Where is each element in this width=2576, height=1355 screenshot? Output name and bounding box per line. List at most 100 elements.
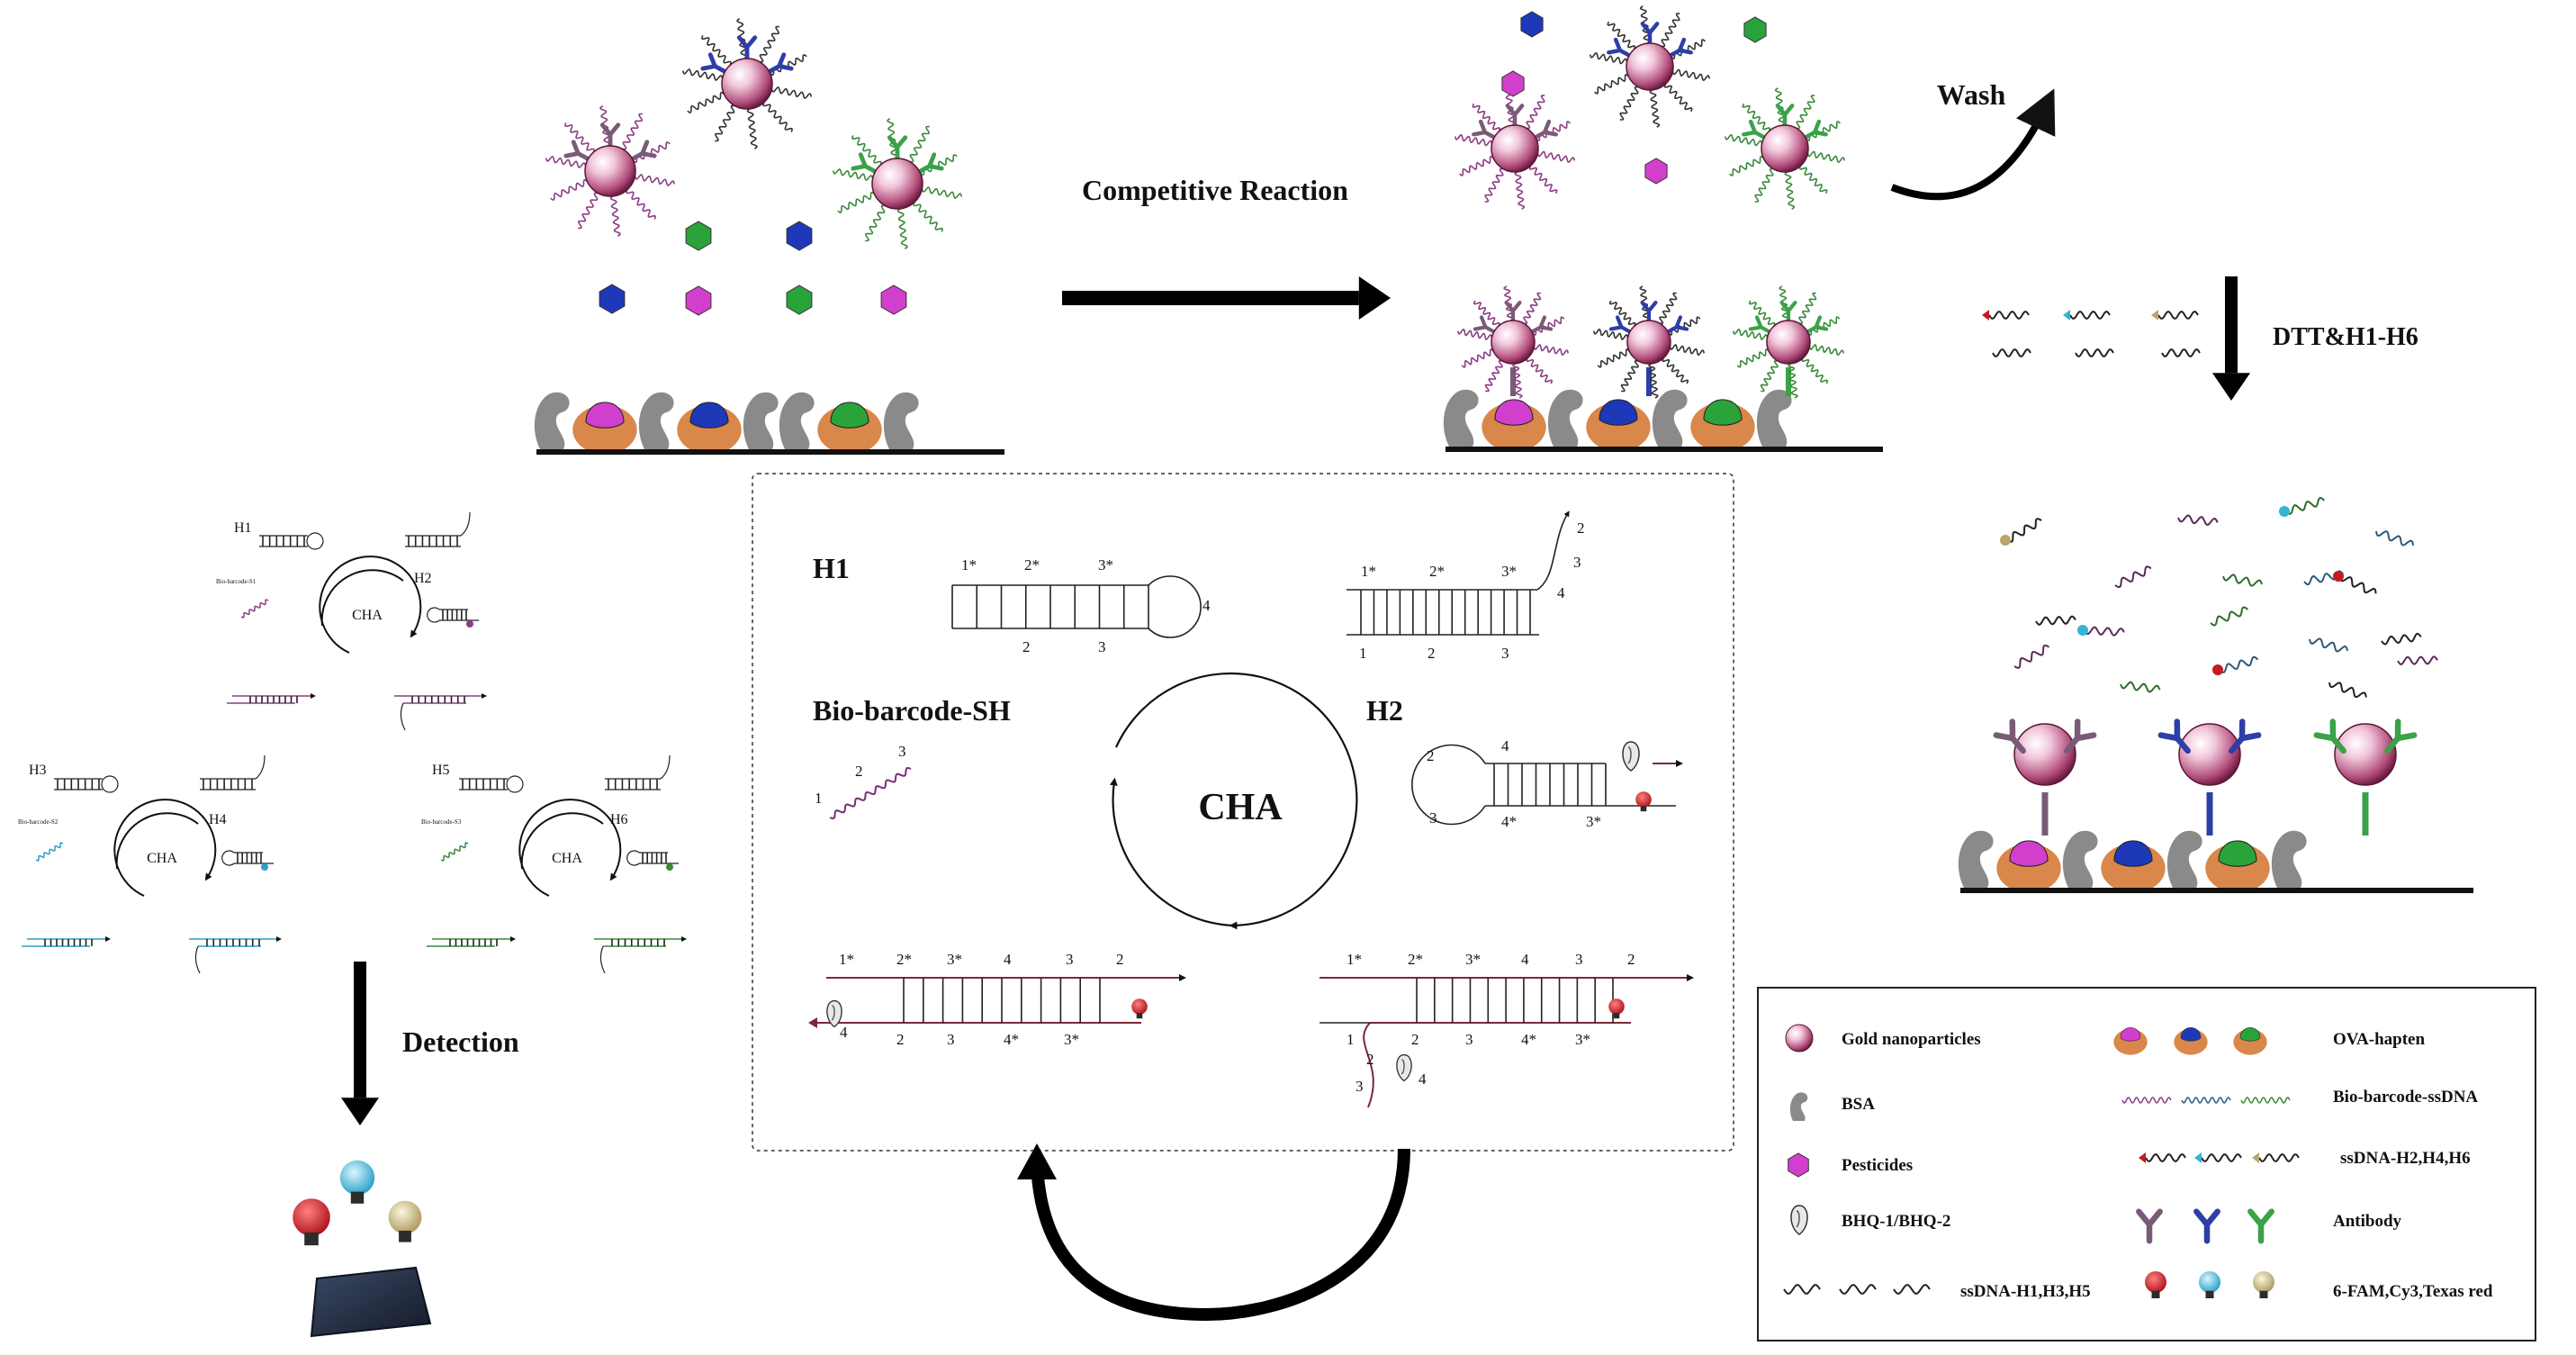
released-ssdna bbox=[2381, 632, 2422, 646]
duplex-complex-1 bbox=[808, 974, 1186, 1028]
mini-cycle-3-top-label: H5 bbox=[432, 763, 450, 778]
released-ssdna bbox=[2035, 615, 2076, 626]
antibody-icon bbox=[563, 140, 591, 162]
open-tail-num-3: 3 bbox=[1573, 554, 1581, 571]
dtt-arrow bbox=[2212, 276, 2250, 401]
ova-hapten-icon bbox=[1482, 399, 1546, 452]
antibody-icon bbox=[1748, 315, 1772, 334]
hairpin bbox=[951, 575, 1202, 638]
bio-barcode-strand bbox=[837, 191, 875, 213]
bio-barcode-strand bbox=[1663, 83, 1693, 113]
bsa-icon bbox=[1443, 389, 1479, 447]
bio-barcode-strand bbox=[1659, 292, 1678, 325]
bio-barcode-strand bbox=[714, 104, 735, 142]
gold-nanoparticle-sphere bbox=[1766, 320, 1811, 365]
bio-barcode-strand bbox=[1760, 359, 1779, 393]
dup1-bottom-num-1: 4 bbox=[840, 1024, 848, 1041]
ova-hapten-icon bbox=[1690, 399, 1755, 452]
released-ssdna bbox=[2084, 626, 2125, 637]
ssdna-strand bbox=[2145, 1153, 2186, 1162]
bsa-shape bbox=[779, 392, 815, 449]
mini-fluorophore bbox=[466, 620, 473, 628]
dna-strand bbox=[2075, 348, 2114, 357]
dup2-top-num-5: 3 bbox=[1575, 951, 1583, 968]
h1-label: H1 bbox=[813, 552, 850, 584]
bsa-icon bbox=[1958, 830, 1994, 888]
gold-nanoparticle-green-antibody bbox=[832, 118, 963, 249]
bio-barcode-strand bbox=[909, 125, 931, 163]
dup2-bottom-num-4: 3* bbox=[1575, 1031, 1590, 1048]
gold-nanoparticle-sphere bbox=[1491, 124, 1539, 173]
bulb-base bbox=[1136, 1013, 1143, 1019]
mini-cycle-arrow-2 bbox=[115, 812, 199, 870]
bsa-icon bbox=[779, 392, 815, 449]
bio-barcode-strand bbox=[564, 122, 595, 153]
dup2-top-num-1: 1* bbox=[1347, 951, 1362, 968]
mini-open-h1 bbox=[605, 754, 671, 790]
bulb-glass bbox=[1608, 998, 1625, 1015]
bio-barcode-strand bbox=[626, 189, 656, 220]
antibody-icon bbox=[1529, 315, 1554, 334]
hairpin-loop bbox=[1148, 575, 1202, 638]
antibody-arm bbox=[563, 140, 591, 162]
mini-open-h1 bbox=[200, 754, 266, 790]
antibody-icon bbox=[2136, 1208, 2163, 1244]
ssdna-strand bbox=[1988, 311, 2030, 320]
fluorophore-bulb-icon bbox=[2199, 1271, 2220, 1298]
legend-label-bhq: BHQ-1/BHQ-2 bbox=[1842, 1212, 1950, 1231]
mini-hairpin bbox=[54, 775, 119, 793]
bio-barcode-strand bbox=[896, 208, 908, 249]
antibody-arm bbox=[1472, 119, 1498, 140]
bio-barcode-strand bbox=[1620, 359, 1639, 393]
bio-barcode-strand bbox=[920, 154, 958, 176]
free-nanoparticle-magenta bbox=[1454, 87, 1576, 210]
bio-barcode-strand bbox=[1662, 357, 1689, 384]
surface-baseline bbox=[1960, 888, 2473, 893]
cha-cycle-arrow-1 bbox=[1114, 672, 1358, 930]
h2-loop-num-2: 2 bbox=[1427, 747, 1435, 764]
bio-barcode-strand bbox=[1461, 348, 1494, 368]
arrow-head bbox=[341, 1098, 379, 1125]
antibody-icon bbox=[766, 52, 794, 75]
hapten bbox=[1599, 399, 1638, 426]
ova-hapten-icon bbox=[2233, 1027, 2267, 1055]
antibody-arm bbox=[1529, 315, 1554, 334]
strand-fluorophore bbox=[2000, 535, 2011, 546]
released-ssdna bbox=[2210, 606, 2248, 627]
bio-barcode-strand bbox=[1748, 300, 1776, 327]
strand-fluorophore bbox=[2279, 506, 2290, 517]
bsa-shape bbox=[1652, 389, 1688, 447]
antibody-arm bbox=[1665, 315, 1689, 334]
legend-label-bio-barcode-ssdna: Bio-barcode-ssDNA bbox=[2333, 1088, 2478, 1107]
hapten bbox=[689, 402, 729, 429]
antibody-icon bbox=[1607, 37, 1633, 59]
open-top-num-1: 1* bbox=[1361, 563, 1376, 580]
bsa-icon bbox=[2062, 830, 2098, 888]
bio-barcode-strand bbox=[1784, 171, 1796, 210]
hapten bbox=[830, 402, 869, 429]
bulb-glass bbox=[2199, 1271, 2220, 1293]
bio-barcode-strand bbox=[1484, 359, 1503, 393]
pesticide-hexagon bbox=[1501, 70, 1525, 97]
bio-barcode-strand bbox=[1589, 52, 1628, 65]
bio-barcode-strand bbox=[1671, 39, 1706, 59]
hapten bbox=[1703, 399, 1743, 426]
mini-cycle-2-top-label: H3 bbox=[29, 763, 47, 778]
dup1-top-num-5: 3 bbox=[1066, 951, 1074, 968]
bio-barcode-strand bbox=[1594, 74, 1629, 95]
bio-barcode-strand bbox=[1528, 165, 1558, 194]
mini-cycle-arrow-2 bbox=[320, 569, 404, 627]
antibody-icon bbox=[736, 35, 758, 62]
quencher-icon bbox=[1790, 1205, 1808, 1235]
bio-barcode-strand bbox=[832, 168, 874, 181]
cha-cycle-arrow-2 bbox=[1110, 777, 1234, 927]
legend-label-gold-nanoparticles: Gold nanoparticles bbox=[1842, 1030, 1981, 1049]
bio-barcode-strand bbox=[1807, 316, 1841, 336]
bio-barcode-strand bbox=[1806, 121, 1841, 141]
antibody-icon bbox=[1608, 315, 1633, 334]
bio-barcode-strand bbox=[762, 102, 793, 132]
bio-barcode-strand bbox=[550, 178, 588, 201]
recycle-arrow bbox=[1031, 1148, 1410, 1322]
bio-barcode-strand bbox=[1808, 344, 1844, 356]
